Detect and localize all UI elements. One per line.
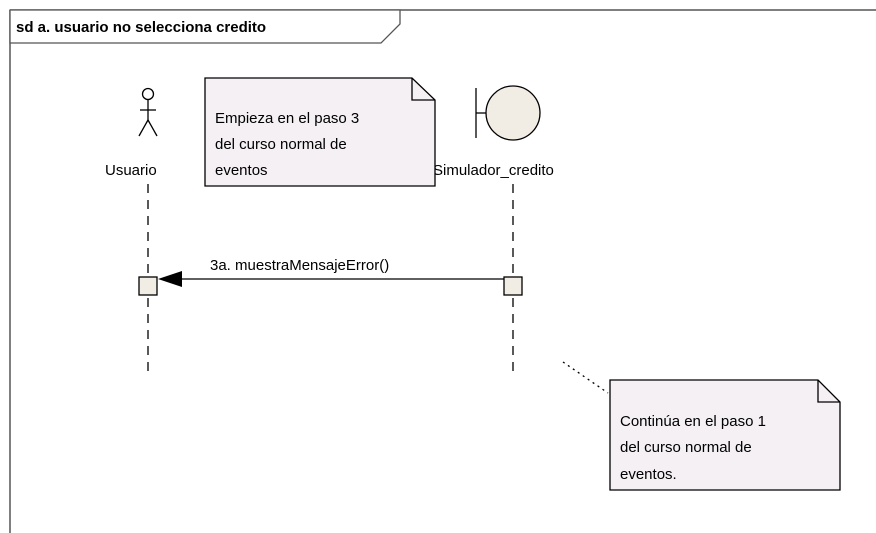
note-2-line-2: del curso normal de	[620, 439, 752, 456]
lifeline-simulador-credito: Simulador_credito	[433, 85, 554, 372]
actor-stick-figure-icon	[138, 87, 158, 137]
note-1: Empieza en el paso 3 del curso normal de…	[204, 77, 436, 187]
lifeline-usuario: Usuario	[105, 87, 158, 372]
participant-label-simulador-credito: Simulador_credito	[433, 162, 554, 179]
message-label: 3a. muestraMensajeError()	[210, 257, 389, 274]
participant-label-usuario: Usuario	[105, 162, 157, 179]
boundary-icon	[475, 85, 541, 141]
note-2-line-3: eventos.	[620, 466, 677, 483]
frame-title: sd a. usuario no selecciona credito	[16, 19, 266, 36]
note-1-line-1: Empieza en el paso 3	[215, 110, 359, 127]
note-2-connector	[562, 361, 609, 394]
note-2-line-1: Continúa en el paso 1	[620, 413, 766, 430]
arrowhead-icon	[158, 271, 182, 287]
sequence-frame: sd a. usuario no selecciona credito	[9, 9, 876, 533]
activation-box-usuario	[138, 276, 158, 296]
note-2: Continúa en el paso 1 del curso normal d…	[609, 379, 841, 491]
note-1-line-2: del curso normal de	[215, 136, 347, 153]
frame-title-tab	[9, 9, 401, 44]
note-1-line-3: eventos	[215, 162, 268, 179]
message-arrow: 3a. muestraMensajeError()	[158, 257, 504, 287]
activation-box-simulador	[503, 276, 523, 296]
